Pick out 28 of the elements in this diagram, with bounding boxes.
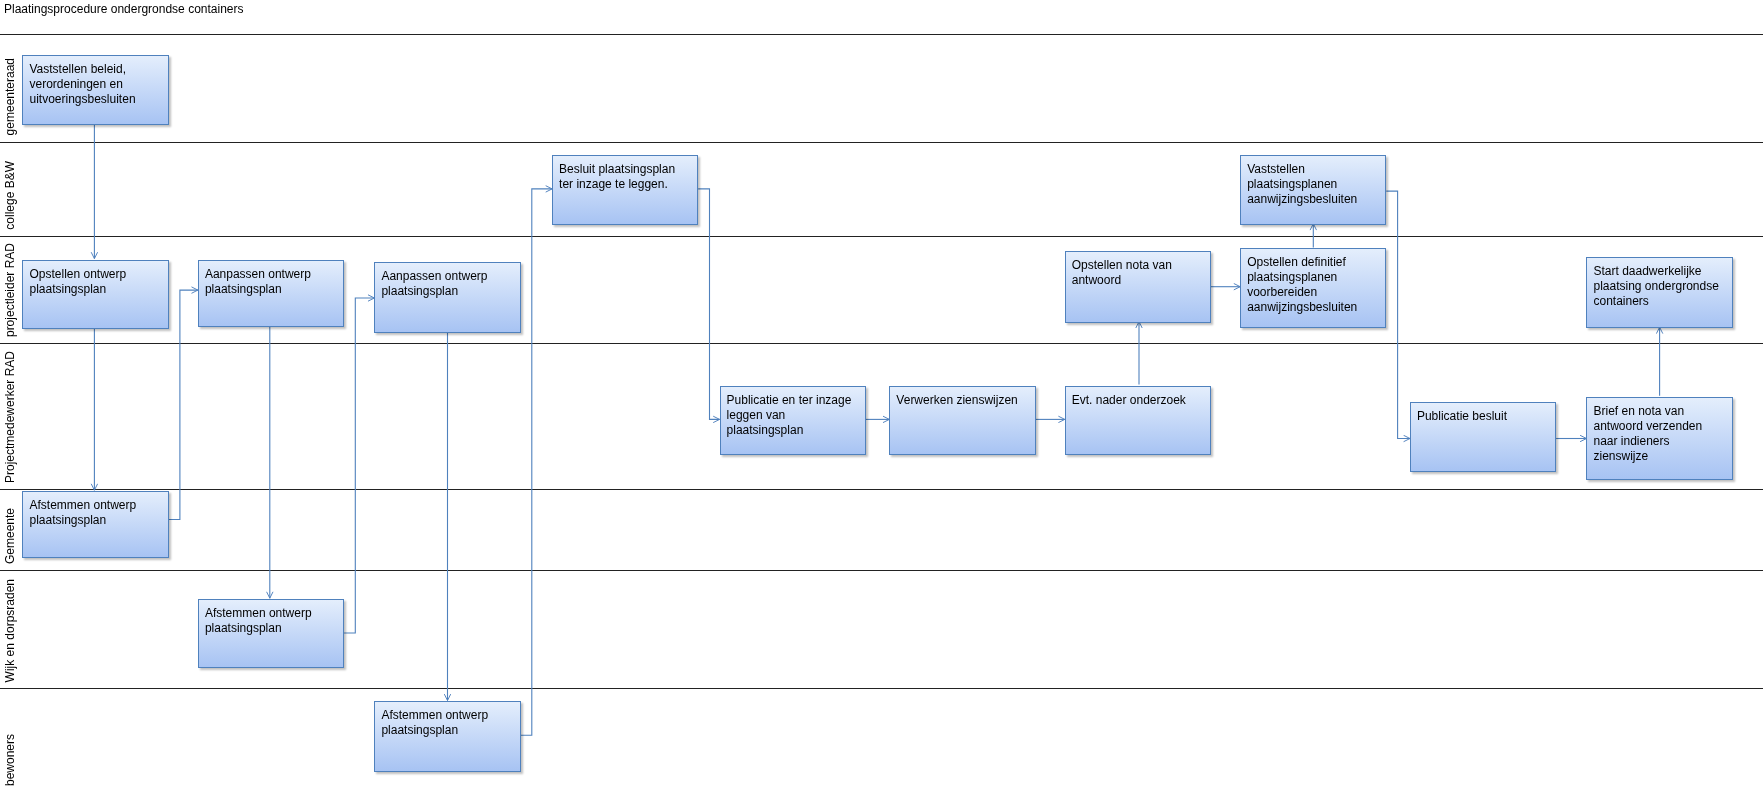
process-box: Brief en nota van antwoord verzenden naar indieners zienswijze [1586,396,1733,480]
lane-label: Wijk en dorpsraden [3,578,17,683]
process-box: Opstellen ontwerp plaatsingsplan [22,259,169,330]
process-box: Start daadwerkelijke plaatsing ondergrondse containers [1586,257,1733,329]
process-box: Opstellen definitief plaatsingsplanen voorbereiden aanwijzingsbesluiten [1240,248,1387,329]
process-box: Publicatie en ter inzage leggen van plaatsingsplan [719,385,866,456]
lane-label: Projectmedewerker RAD [3,351,17,484]
process-box: Aanpassen ontwerp plaatsingsplan [197,259,345,328]
lane-label: projectleider RAD [3,242,17,337]
arrow [343,294,375,634]
process-box: Verwerken zienswijzen [889,385,1036,456]
process-box: Aanpassen ontwerp plaatsingsplan [374,261,521,333]
process-box: Afstemmen ontwerp plaatsingsplan [22,491,169,558]
process-box: Evt. nader onderzoek [1064,385,1211,456]
process-box: Vaststellen beleid, verordeningen en uitvoeringsbesluiten [22,54,169,125]
process-box: Opstellen nota van antwoord [1064,250,1211,323]
arrow [520,185,553,736]
process-box: Afstemmen ontwerp plaatsingsplan [374,701,521,773]
lane-label: Gemeente [3,508,17,565]
arrow [1135,321,1143,386]
diagram-title: Plaatingsprocedure ondergrondse containers [4,2,244,16]
lane-label: gemeenteraad [3,58,17,136]
process-box: Besluit plaatsingsplan ter inzage te leggen. [552,155,699,225]
lane-label: bewoners [3,733,17,786]
process-box: Publicatie besluit [1409,402,1557,473]
lane-label: college B&W [3,161,17,231]
process-box: Afstemmen ontwerp plaatsingsplan [197,599,345,668]
process-box: Vaststellen plaatsingsplanen aanwijzingsbesluiten [1240,155,1387,225]
